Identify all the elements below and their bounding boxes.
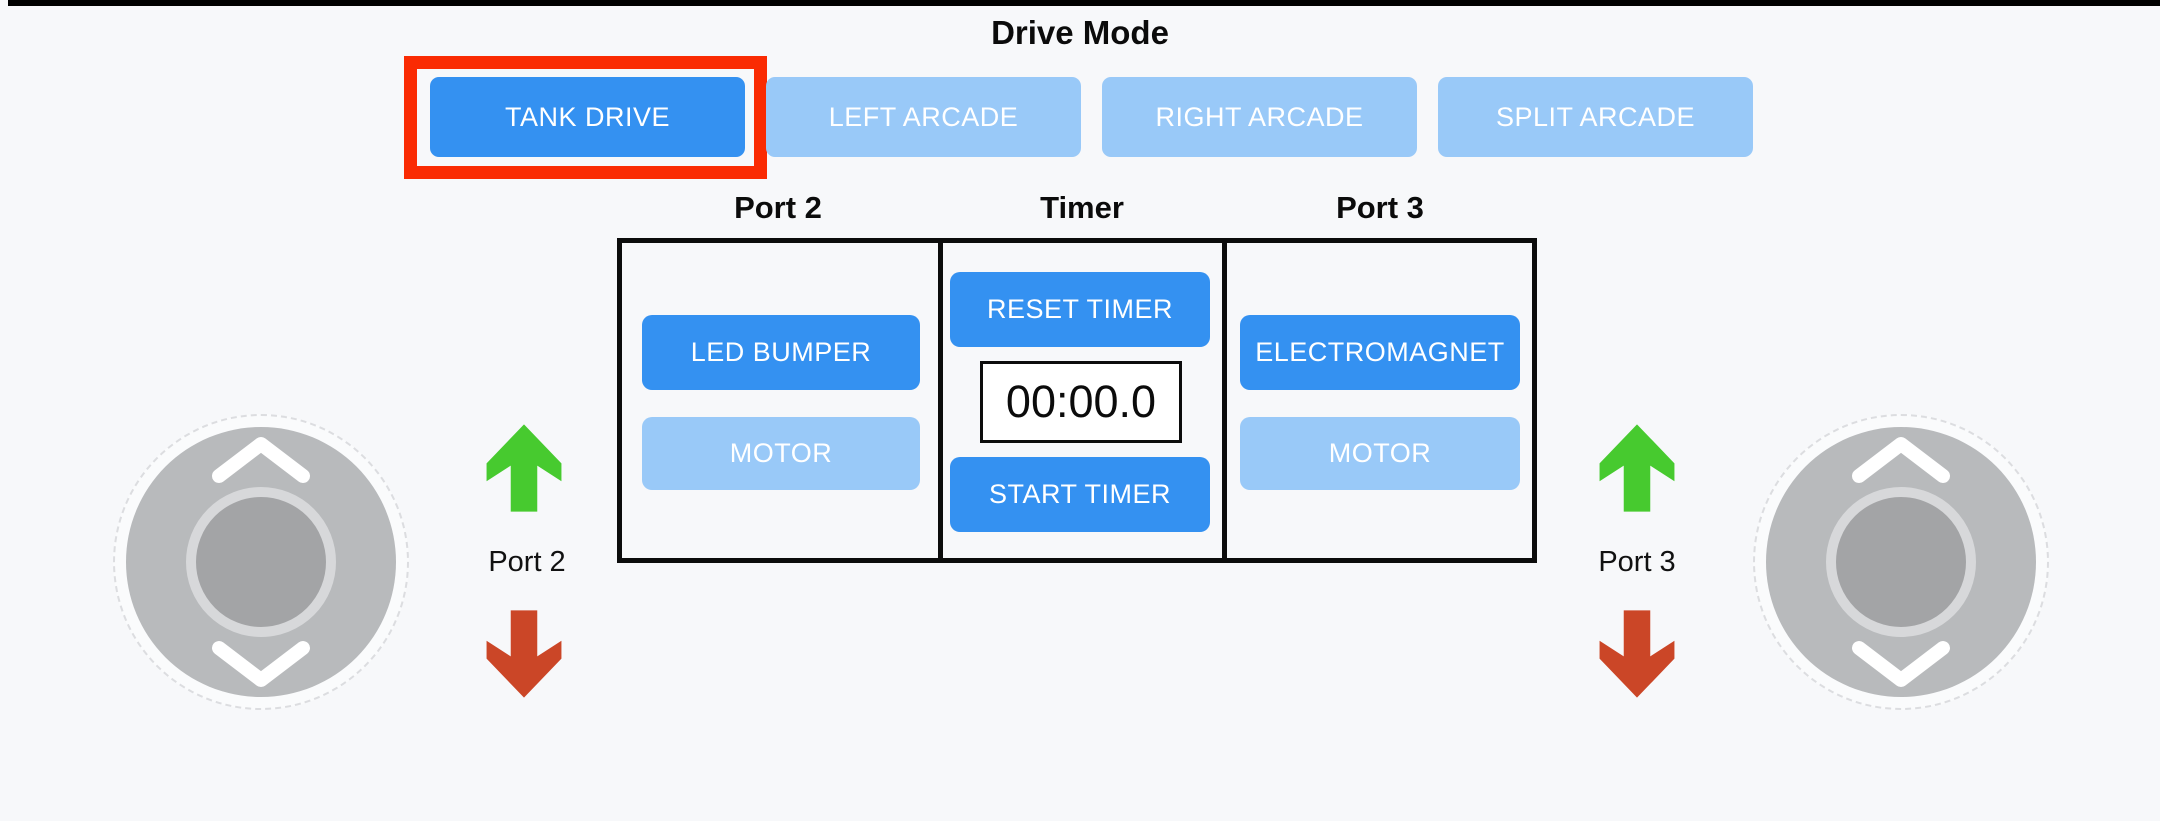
port2-up-arrow-icon bbox=[486, 424, 562, 512]
timer-column-header: Timer bbox=[1040, 190, 1124, 225]
port3-up-arrow-icon bbox=[1599, 424, 1675, 512]
led-bumper-button[interactable]: LED BUMPER bbox=[642, 315, 920, 390]
electromagnet-button[interactable]: ELECTROMAGNET bbox=[1240, 315, 1520, 390]
left-joystick[interactable] bbox=[113, 414, 409, 710]
right-joystick-knob[interactable] bbox=[1826, 487, 1976, 637]
right-joystick[interactable] bbox=[1753, 414, 2049, 710]
tank-drive-button[interactable]: TANK DRIVE bbox=[430, 77, 745, 157]
panel-divider-left bbox=[938, 238, 943, 563]
selected-drive-mode-highlight bbox=[404, 56, 767, 179]
left-joystick-knob[interactable] bbox=[186, 487, 336, 637]
port3-column-header: Port 3 bbox=[1336, 190, 1424, 225]
page-title: Drive Mode bbox=[991, 14, 1169, 51]
split-arcade-button[interactable]: SPLIT ARCADE bbox=[1438, 77, 1753, 157]
chevron-up-icon bbox=[212, 437, 310, 483]
port3-side-label: Port 3 bbox=[1598, 546, 1676, 578]
start-timer-button[interactable]: START TIMER bbox=[950, 457, 1210, 532]
right-arcade-button[interactable]: RIGHT ARCADE bbox=[1102, 77, 1417, 157]
port3-down-arrow-icon bbox=[1599, 610, 1675, 698]
chevron-down-icon bbox=[212, 641, 310, 687]
port2-motor-button[interactable]: MOTOR bbox=[642, 417, 920, 490]
top-border bbox=[8, 0, 2160, 6]
port3-motor-button[interactable]: MOTOR bbox=[1240, 417, 1520, 490]
chevron-up-icon bbox=[1852, 437, 1950, 483]
port2-down-arrow-icon bbox=[486, 610, 562, 698]
left-arcade-button[interactable]: LEFT ARCADE bbox=[766, 77, 1081, 157]
reset-timer-button[interactable]: RESET TIMER bbox=[950, 272, 1210, 347]
chevron-down-icon bbox=[1852, 641, 1950, 687]
port2-side-label: Port 2 bbox=[488, 546, 566, 578]
control-panel-frame bbox=[617, 238, 1537, 563]
timer-display: 00:00.0 bbox=[980, 361, 1182, 443]
port2-column-header: Port 2 bbox=[734, 190, 822, 225]
panel-divider-right bbox=[1222, 238, 1227, 563]
